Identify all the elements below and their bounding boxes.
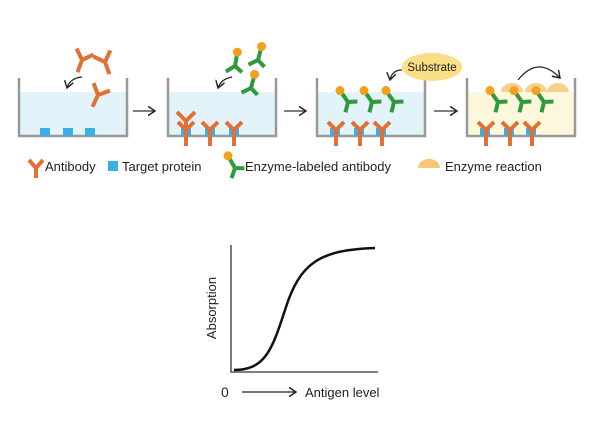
curved-arrow-icon: [517, 66, 560, 81]
origin-label: 0: [221, 384, 229, 400]
antibody-legend-icon: [27, 158, 45, 178]
legend: Antibody Target protein Enzyme-labeled a…: [27, 145, 542, 181]
legend-enzyme-reaction: Enzyme reaction: [445, 159, 542, 174]
absorption-graph: Absorption 0 Antigen level: [204, 245, 380, 400]
legend-antibody: Antibody: [45, 159, 96, 174]
y-axis-label: Absorption: [204, 277, 219, 339]
enzyme-reaction-legend-icon: [418, 159, 440, 168]
curved-arrow-icon: [218, 76, 233, 88]
well-step-2: [166, 38, 278, 146]
free-enzyme-antibody-icon: [223, 38, 273, 99]
curved-arrow-icon: [67, 76, 83, 88]
well-step-4: [465, 66, 577, 146]
substrate-bubble: [402, 53, 462, 81]
sigmoid-curve: [233, 246, 376, 372]
x-axis-label: Antigen level: [305, 385, 380, 400]
legend-enzyme-labeled-antibody: Enzyme-labeled antibody: [245, 159, 391, 174]
well-step-3: Substrate: [315, 53, 462, 146]
target-protein-legend-icon: [108, 161, 118, 171]
well-step-1: [17, 46, 129, 138]
graph-axes: [230, 245, 378, 373]
substrate-label: Substrate: [407, 62, 456, 74]
legend-target-protein: Target protein: [122, 159, 202, 174]
enzyme-antibody-legend-icon: [216, 145, 248, 181]
curved-arrow-icon: [390, 69, 403, 80]
